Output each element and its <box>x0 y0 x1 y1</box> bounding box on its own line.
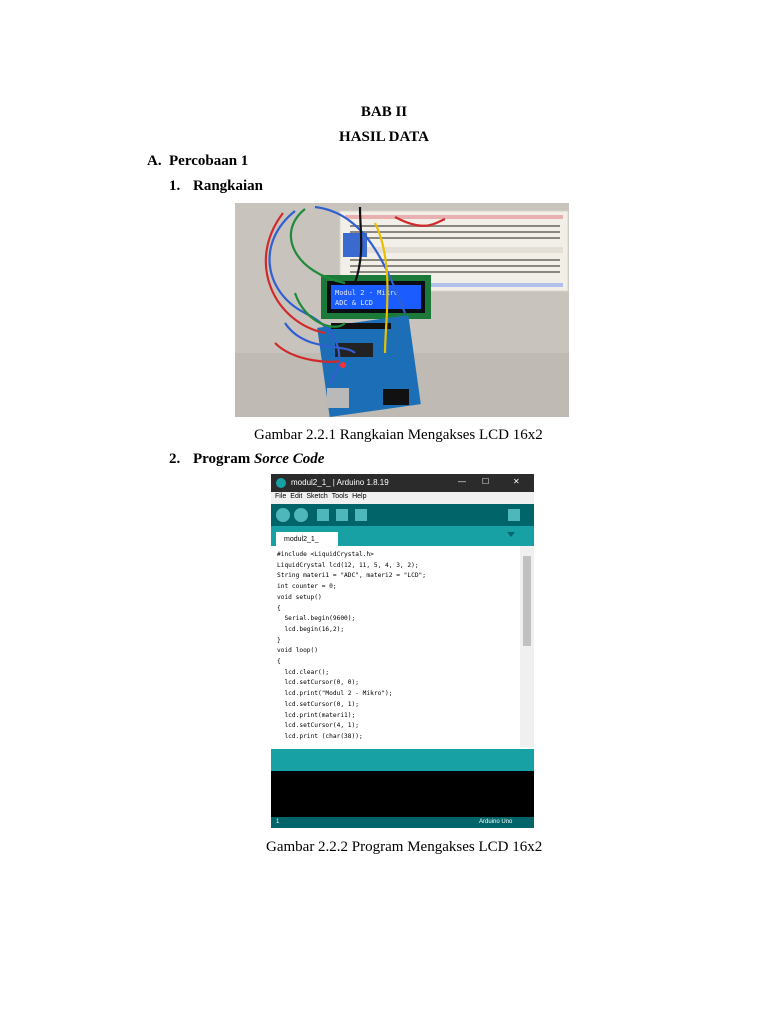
code-line: lcd.begin(16,2); <box>277 625 345 633</box>
code-line: lcd.print (char(38)); <box>277 732 363 740</box>
ide-window-title: modul2_1_ | Arduino 1.8.19 <box>291 478 389 487</box>
chapter-heading: BAB II <box>360 104 408 120</box>
ide-tabbar: modul2_1_ <box>271 526 534 546</box>
tab-sketch[interactable]: modul2_1_ <box>276 532 338 546</box>
new-sketch-icon[interactable] <box>317 509 329 521</box>
item-2-title: Program Sorce Code <box>193 451 324 468</box>
code-editor[interactable]: #include <LiquidCrystal.h> LiquidCrystal … <box>271 546 520 747</box>
item-2-title-italic: Sorce Code <box>253 451 325 467</box>
code-line: lcd.print("Modul 2 - Mikro"); <box>277 690 393 698</box>
status-line-number: 1 <box>276 819 280 825</box>
circuit-photo: Modul 2 - Mikro ADC & LCD <box>235 203 569 417</box>
close-icon[interactable]: ✕ <box>513 477 520 486</box>
code-line: lcd.setCursor(4, 1); <box>277 722 359 730</box>
serial-monitor-icon[interactable] <box>508 509 520 521</box>
lcd-line-2: ADC & LCD <box>335 299 373 307</box>
verify-icon[interactable] <box>276 508 290 522</box>
code-line: lcd.print(materi1); <box>277 711 356 719</box>
save-sketch-icon[interactable] <box>355 509 367 521</box>
code-line: { <box>277 604 281 612</box>
section-a-marker: A. <box>147 153 162 169</box>
item-2-marker: 2. <box>169 451 181 467</box>
upload-icon[interactable] <box>294 508 308 522</box>
console-output <box>271 771 534 817</box>
arduino-board <box>317 315 421 417</box>
code-line: lcd.setCursor(0, 1); <box>277 700 359 708</box>
item-1-title: Rangkaian <box>193 178 264 194</box>
message-area <box>271 749 534 771</box>
tab-menu-icon[interactable] <box>507 532 515 537</box>
code-line: void setup() <box>277 593 322 601</box>
menu-file[interactable]: File <box>275 493 287 500</box>
menu-tools[interactable]: Tools <box>331 493 349 500</box>
ide-titlebar: modul2_1_ | Arduino 1.8.19 — ☐ ✕ <box>271 474 534 492</box>
minimize-icon[interactable]: — <box>458 477 466 486</box>
figure-1-caption: Gambar 2.2.1 Rangkaian Mengakses LCD 16x… <box>254 427 543 443</box>
code-line: #include <LiquidCrystal.h> <box>277 551 374 558</box>
figure-2-caption: Gambar 2.2.2 Program Mengakses LCD 16x2 <box>266 839 543 855</box>
code-line: int counter = 0; <box>277 583 337 591</box>
code-line: Serial.begin(9600); <box>277 615 356 623</box>
code-line: lcd.setCursor(0, 0); <box>277 679 359 687</box>
code-line: lcd.clear(); <box>277 668 330 676</box>
circuit-photo-drawing: Modul 2 - Mikro ADC & LCD <box>235 203 569 417</box>
chapter-title: HASIL DATA <box>339 129 429 145</box>
code-line: String materi1 = "ADC", materi2 = "LCD"; <box>277 572 427 580</box>
code-line: } <box>277 636 281 644</box>
menu-help[interactable]: Help <box>352 493 367 500</box>
code-line: void loop() <box>277 647 318 655</box>
scrollbar-thumb[interactable] <box>523 556 531 646</box>
menu-sketch[interactable]: Sketch <box>306 493 328 500</box>
ide-toolbar <box>271 504 534 526</box>
item-2-title-prefix: Program <box>193 451 254 467</box>
code-line: { <box>277 658 281 665</box>
arduino-logo-icon <box>276 478 286 488</box>
item-1-marker: 1. <box>169 178 181 194</box>
lcd-line-1: Modul 2 - Mikro <box>335 289 398 297</box>
jumper-wires <box>264 205 446 384</box>
menu-edit[interactable]: Edit <box>290 493 303 500</box>
ide-statusbar: 1 Arduino Uno <box>271 817 534 828</box>
open-sketch-icon[interactable] <box>336 509 348 521</box>
section-a-title: Percobaan 1 <box>169 153 249 169</box>
maximize-icon[interactable]: ☐ <box>482 477 490 486</box>
status-board: Arduino Uno <box>479 819 513 825</box>
editor-scrollbar[interactable] <box>520 546 534 747</box>
code-line: LiquidCrystal lcd(12, 11, 5, 4, 3, 2); <box>277 561 419 569</box>
